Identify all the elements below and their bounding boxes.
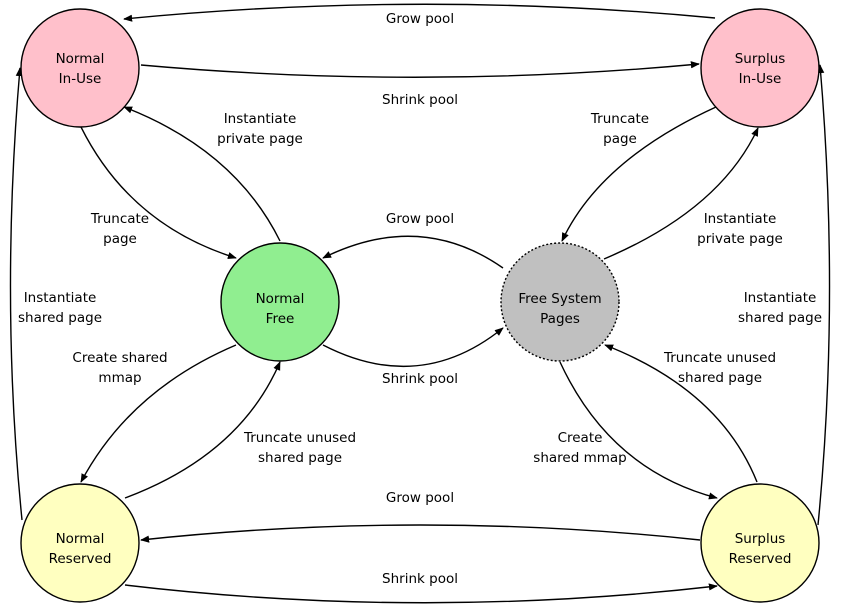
label-trunc-unused-left: shared page <box>258 450 342 466</box>
label-shrink-mid: Shrink pool <box>382 371 458 387</box>
edge-inst-private-right <box>603 127 759 260</box>
node-label: Normal <box>256 291 305 307</box>
label-grow-bottom: Grow pool <box>386 490 454 506</box>
label-trunc-unused-left: Truncate unused <box>243 430 356 446</box>
node-label: Free <box>266 311 295 327</box>
node-surplus-in-use: Surplus In-Use <box>700 8 820 128</box>
label-inst-shared-right: Instantiate <box>744 290 817 306</box>
node-label: Normal <box>56 51 105 67</box>
edge-shrink-mid <box>322 327 504 367</box>
node-circle <box>20 8 140 128</box>
node-label: In-Use <box>59 71 102 87</box>
node-label: Surplus <box>735 531 786 547</box>
label-truncate-left: page <box>103 231 137 247</box>
label-inst-private-right: Instantiate <box>704 211 777 227</box>
edge-inst-shared-left <box>9 67 23 521</box>
edge-grow-top <box>123 3 716 22</box>
label-truncate-right: Truncate <box>590 111 649 127</box>
edge-truncate-left <box>80 126 237 260</box>
label-inst-shared-right: shared page <box>738 310 822 326</box>
label-inst-private-right: private page <box>697 231 783 247</box>
label-shrink-bottom: Shrink pool <box>382 571 458 587</box>
label-mmap-left: mmap <box>98 370 141 386</box>
node-circle <box>20 483 140 603</box>
node-surplus-reserved: Surplus Reserved <box>700 483 820 603</box>
edge-shrink-top <box>140 61 700 78</box>
label-trunc-unused-right: Truncate unused <box>663 350 776 366</box>
label-inst-private-left: private page <box>217 131 303 147</box>
edge-inst-shared-right <box>817 64 831 526</box>
node-circle <box>700 483 820 603</box>
edge-shrink-bottom <box>124 583 718 604</box>
label-inst-shared-left: Instantiate <box>24 290 97 306</box>
node-circle <box>700 8 820 128</box>
edge-truncate-right <box>561 106 717 242</box>
edge-grow-bottom <box>140 524 701 543</box>
label-inst-private-left: Instantiate <box>224 111 297 127</box>
node-normal-free: Normal Free <box>220 242 340 362</box>
edge-trunc-unused-right <box>604 344 758 483</box>
node-label: Normal <box>56 531 105 547</box>
edge-mmap-left <box>80 344 237 483</box>
node-label: Pages <box>540 311 580 327</box>
label-truncate-left: Truncate <box>90 211 149 227</box>
node-normal-reserved: Normal Reserved <box>20 483 140 603</box>
node-normal-in-use: Normal In-Use <box>20 8 140 128</box>
label-grow-top: Grow pool <box>386 11 454 27</box>
node-label: Surplus <box>735 51 786 67</box>
label-mmap-left: Create shared <box>72 350 167 366</box>
node-free-system-pages: Free System Pages <box>500 242 620 362</box>
node-label: Free System <box>518 291 601 307</box>
edge-mmap-right <box>559 361 718 500</box>
label-truncate-right: page <box>603 131 637 147</box>
label-mmap-right: shared mmap <box>533 450 626 466</box>
label-mmap-right: Create <box>558 430 603 446</box>
node-circle <box>220 242 340 362</box>
label-inst-shared-left: shared page <box>18 310 102 326</box>
node-circle <box>500 242 620 362</box>
node-label: Reserved <box>49 551 112 567</box>
label-trunc-unused-right: shared page <box>678 370 762 386</box>
label-grow-mid: Grow pool <box>386 211 454 227</box>
label-shrink-top: Shrink pool <box>382 92 458 108</box>
edge-inst-private-left <box>123 106 281 242</box>
node-label: In-Use <box>739 71 782 87</box>
node-label: Reserved <box>729 551 792 567</box>
edge-trunc-unused-left <box>124 361 281 499</box>
edge-grow-mid <box>322 235 504 269</box>
